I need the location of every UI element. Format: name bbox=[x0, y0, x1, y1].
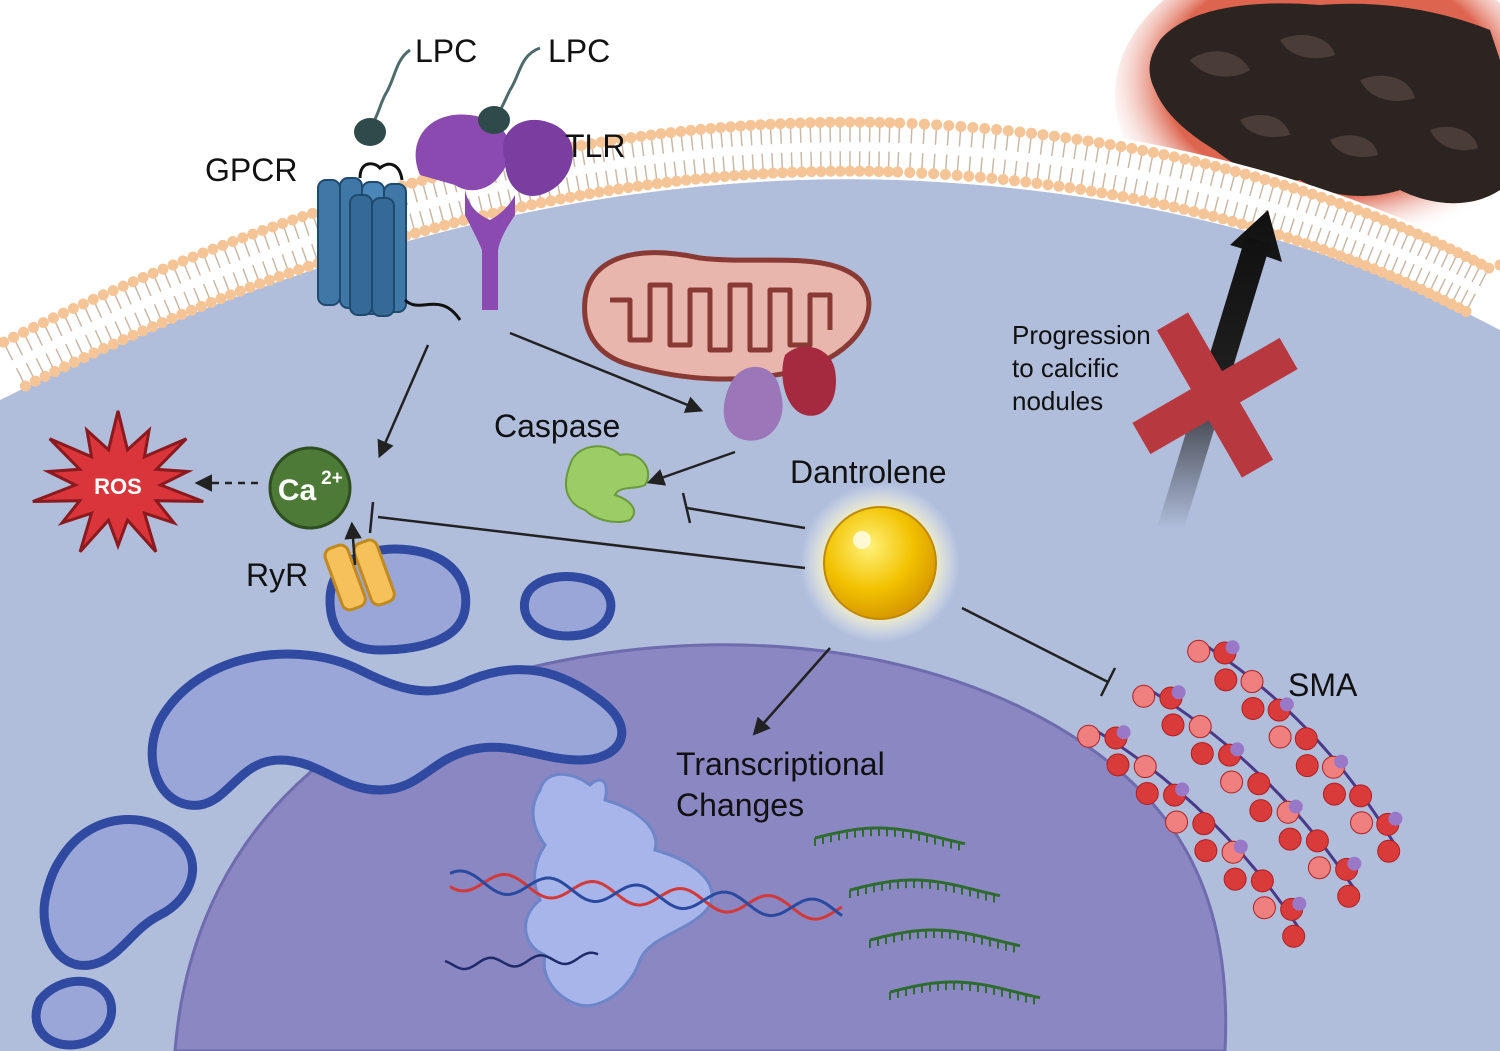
mitochondrion bbox=[582, 250, 872, 382]
ryr-label: RyR bbox=[246, 557, 308, 593]
progression-label-line2: to calcific bbox=[1012, 353, 1119, 383]
dantrolene-label: Dantrolene bbox=[790, 454, 947, 490]
lpc-ligands bbox=[354, 46, 541, 146]
text-labels: LPC LPC GPCR TLR Caspase ROS Ca 2+ RyR D… bbox=[94, 33, 1358, 823]
ros-burst bbox=[32, 410, 204, 553]
dna-double-helix bbox=[444, 869, 843, 971]
sma-label: SMA bbox=[1288, 667, 1358, 703]
sma-filaments bbox=[1077, 639, 1403, 948]
tlr-receptor bbox=[415, 114, 573, 310]
ryr-to-calcium-arrow bbox=[344, 521, 362, 566]
progression-label-line3: nodules bbox=[1012, 386, 1103, 416]
calcium-ion bbox=[268, 446, 352, 530]
tlr-to-mito-arrow bbox=[509, 331, 704, 413]
inhibition-lines bbox=[368, 492, 1117, 697]
tlr-label: TLR bbox=[565, 128, 625, 164]
gpcr-receptor bbox=[317, 162, 462, 321]
mito-to-caspase-arrow bbox=[646, 450, 736, 486]
dantrolene-to-transcription-arrow bbox=[752, 647, 831, 736]
ryr-channel bbox=[323, 538, 396, 612]
endoplasmic-reticulum bbox=[31, 544, 627, 1050]
dantrolene-inhibits-caspase bbox=[686, 506, 806, 530]
lpc-label-1: LPC bbox=[415, 33, 477, 69]
transcriptional-label-line1: Transcriptional bbox=[676, 746, 885, 782]
lpc-label-2: LPC bbox=[548, 33, 610, 69]
pathway-arrows bbox=[194, 331, 831, 736]
calcium-charge-label: 2+ bbox=[321, 468, 343, 489]
transcriptional-label-line2: Changes bbox=[676, 787, 804, 823]
blocked-cross-icon bbox=[1132, 312, 1298, 478]
mrna-transcripts bbox=[814, 826, 1041, 1005]
gpcr-to-calcium-arrow bbox=[377, 344, 430, 459]
dantrolene-inhibits-sma bbox=[961, 606, 1109, 684]
ros-label: ROS bbox=[94, 474, 142, 499]
mitochondrial-proteins bbox=[723, 346, 836, 441]
calcium-label: Ca bbox=[278, 474, 317, 507]
caspase-protein bbox=[565, 445, 650, 523]
gpcr-label: GPCR bbox=[205, 152, 297, 188]
dantrolene-molecule bbox=[800, 483, 960, 643]
dantrolene-inhibits-calcium bbox=[377, 515, 806, 570]
progression-label-line1: Progression bbox=[1012, 320, 1151, 350]
caspase-label: Caspase bbox=[494, 408, 620, 444]
